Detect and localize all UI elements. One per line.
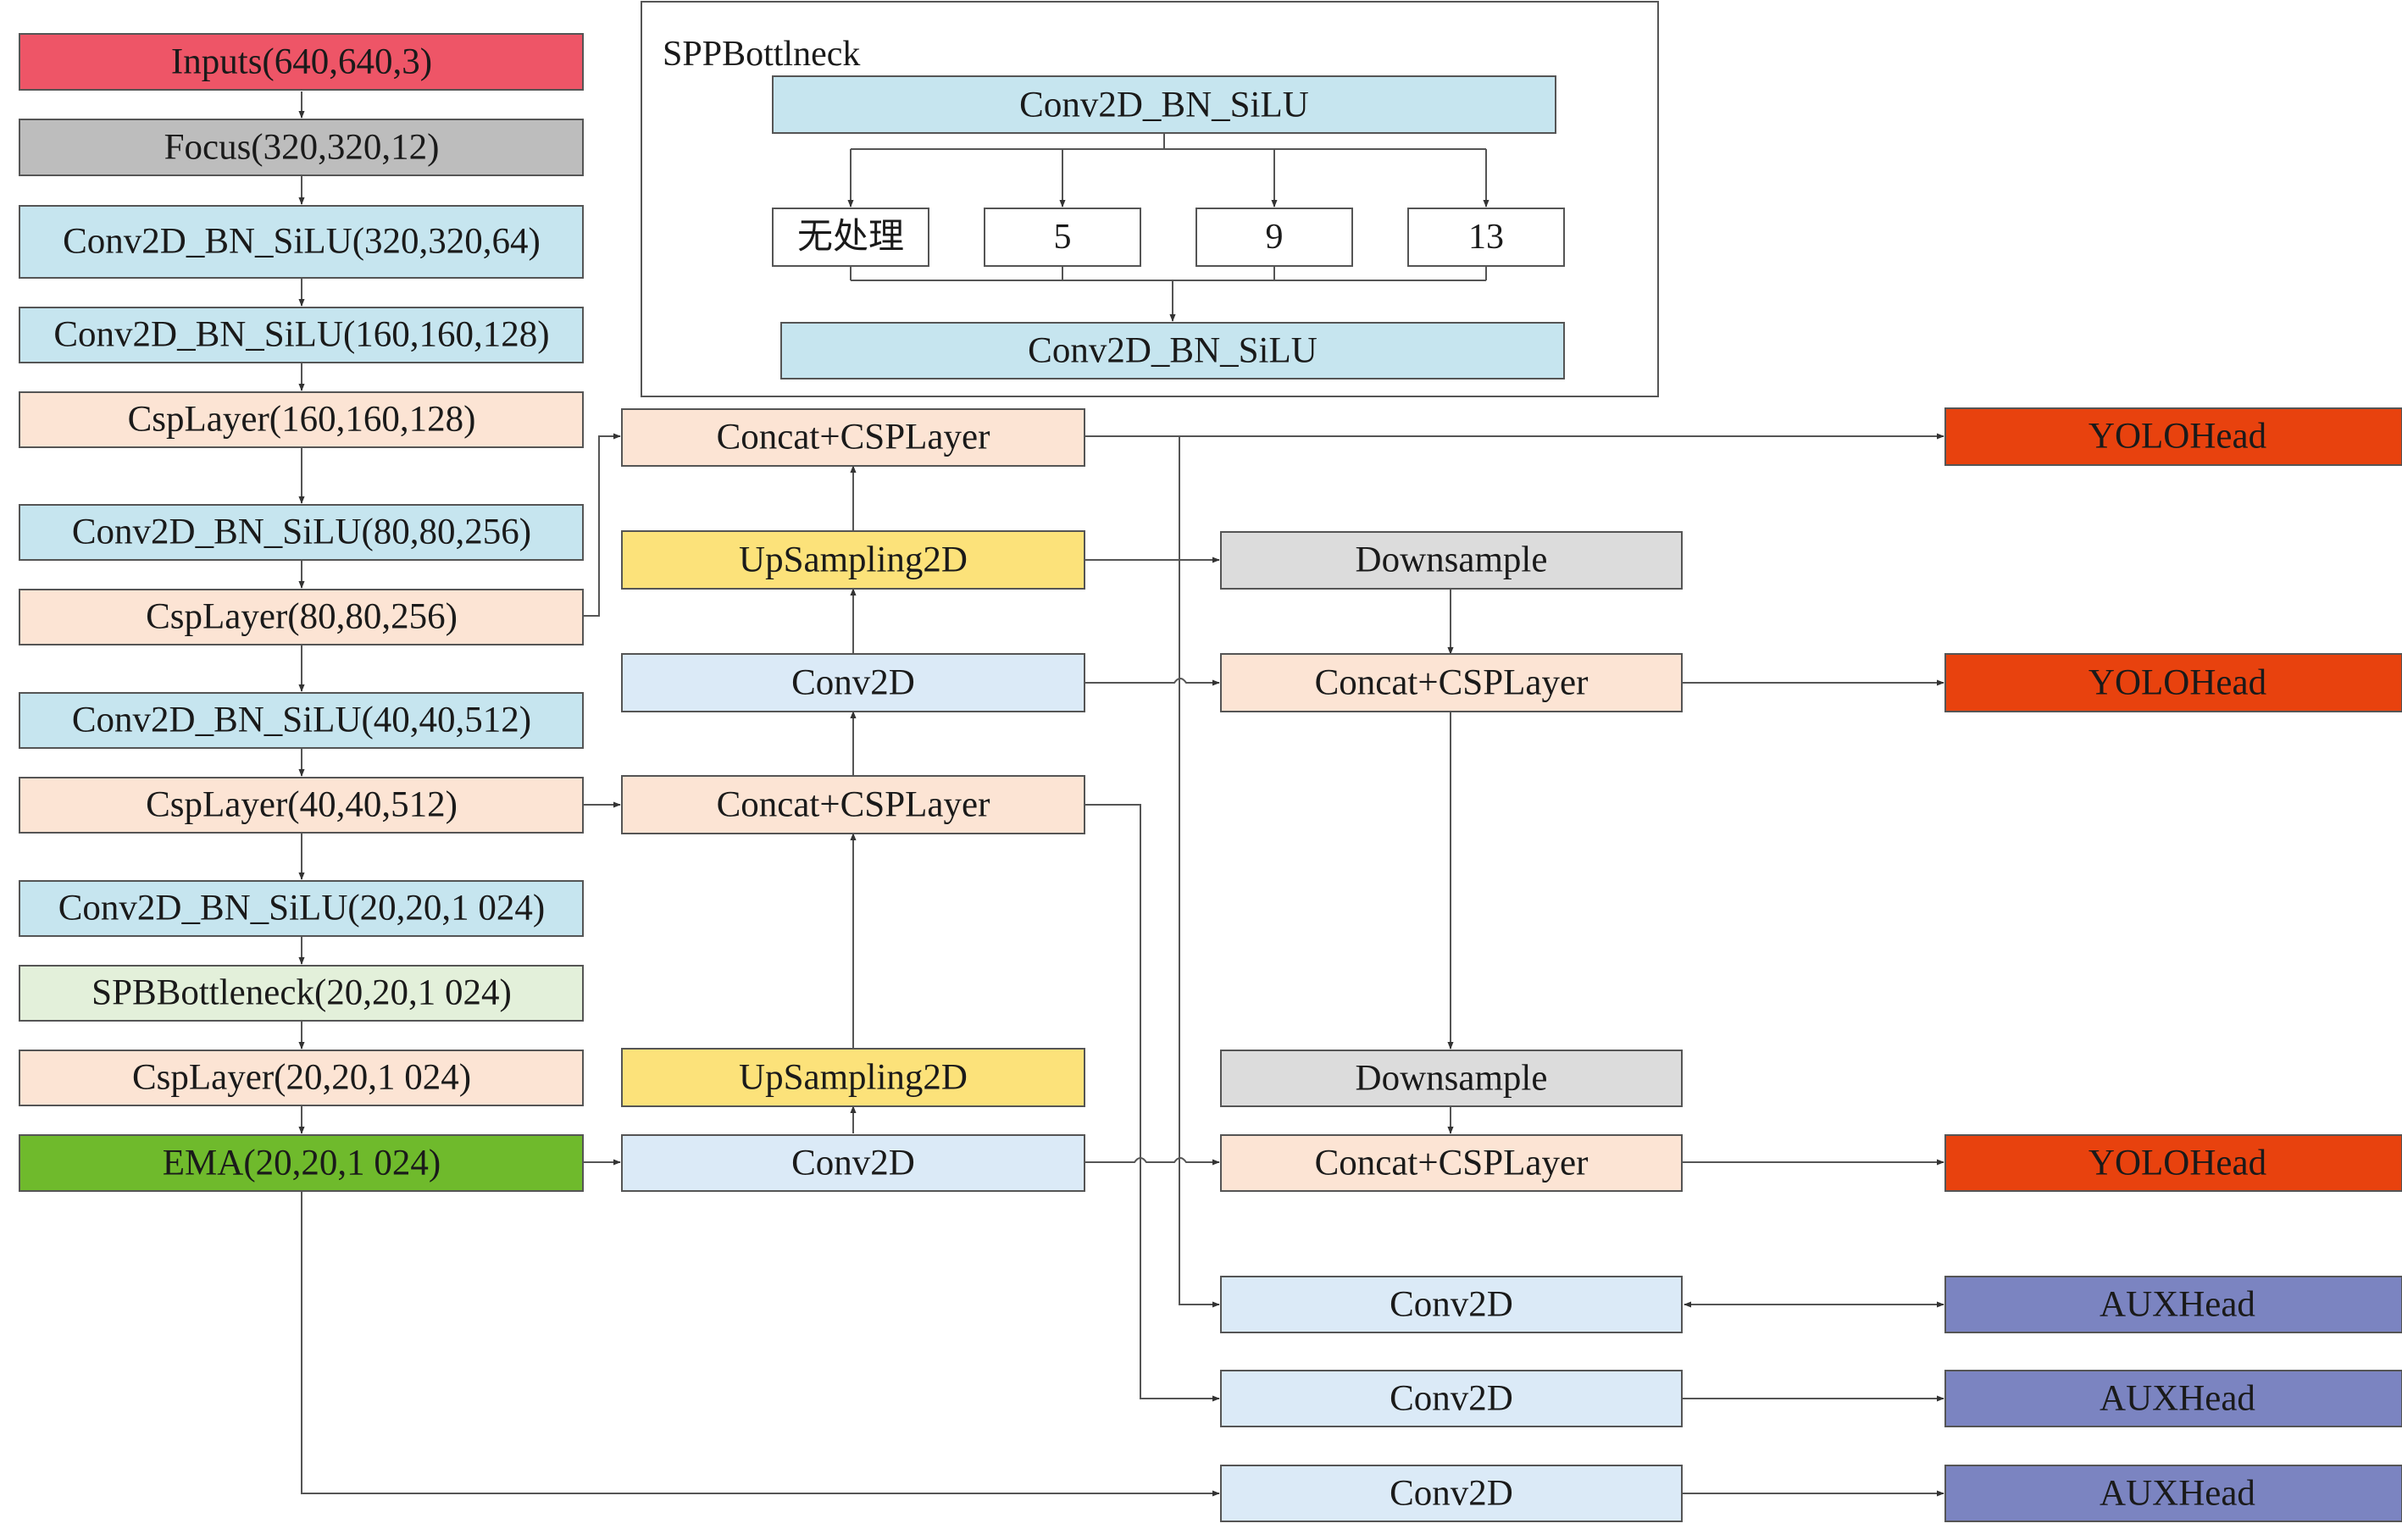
svg-text:CspLayer(80,80,256): CspLayer(80,80,256) [146,597,458,637]
backbone-column: Inputs(640,640,3) Focus(320,320,12) Conv… [19,33,584,1192]
spp-connectors [847,133,1489,322]
link-concat-mid-aux-conv2 [1085,804,1220,1402]
spp-top-box: Conv2D_BN_SiLU [772,75,1556,134]
backbone-ema: EMA(20,20,1 024) [19,1134,584,1192]
aux-conv-2: Conv2D [1220,1370,1683,1427]
spp-title: SPPBottlneck [663,35,860,74]
svg-text:Conv2D: Conv2D [1390,1379,1513,1419]
svg-text:EMA(20,20,1 024): EMA(20,20,1 024) [163,1144,441,1183]
svg-text:Conv2D_BN_SiLU: Conv2D_BN_SiLU [1028,331,1317,371]
neck-concat-right-mid: Concat+CSPLayer [1220,653,1683,712]
aux-conv-3: Conv2D [1220,1465,1683,1522]
yolo-head-1: YOLOHead [1944,407,2402,466]
neck-upsampling-bottom: UpSampling2D [621,1048,1085,1107]
yolo-head-2: YOLOHead [1944,653,2402,712]
svg-text:5: 5 [1054,218,1072,257]
svg-text:Downsample: Downsample [1356,1059,1548,1099]
svg-text:SPBBottleneck(20,20,1 024): SPBBottleneck(20,20,1 024) [92,973,512,1013]
spp-bottom-box: Conv2D_BN_SiLU [780,322,1565,379]
svg-text:Conv2D_BN_SiLU(80,80,256): Conv2D_BN_SiLU(80,80,256) [72,512,531,552]
svg-text:UpSampling2D: UpSampling2D [739,1058,968,1098]
svg-text:Conv2D: Conv2D [1390,1474,1513,1514]
svg-text:Concat+CSPLayer: Concat+CSPLayer [717,785,990,825]
backbone-conv-40: Conv2D_BN_SiLU(40,40,512) [19,692,584,749]
yolo-head-3: YOLOHead [1944,1134,2402,1192]
svg-text:CspLayer(160,160,128): CspLayer(160,160,128) [128,400,476,440]
aux-conv-1: Conv2D [1220,1276,1683,1333]
backbone-csp-160: CspLayer(160,160,128) [19,391,584,448]
neck-downsample-bottom: Downsample [1220,1050,1683,1107]
backbone-focus: Focus(320,320,12) [19,119,584,176]
svg-text:Conv2D_BN_SiLU: Conv2D_BN_SiLU [1019,86,1309,125]
neck-conv-bottom: Conv2D [621,1134,1085,1192]
backbone-csp-20: CspLayer(20,20,1 024) [19,1050,584,1106]
neck-middle-column: Concat+CSPLayer UpSampling2D Conv2D Conc… [621,408,1085,1192]
aux-head-1: AUXHead [1944,1276,2402,1333]
aux-head-3: AUXHead [1944,1465,2402,1522]
svg-text:Concat+CSPLayer: Concat+CSPLayer [717,418,990,457]
backbone-conv-80: Conv2D_BN_SiLU(80,80,256) [19,504,584,561]
svg-text:Inputs(640,640,3): Inputs(640,640,3) [171,42,432,82]
neck-downsample-top: Downsample [1220,531,1683,590]
backbone-csp-80: CspLayer(80,80,256) [19,589,584,645]
svg-text:YOLOHead: YOLOHead [2089,417,2266,457]
neck-conv-mid: Conv2D [621,653,1085,712]
svg-text:Focus(320,320,12): Focus(320,320,12) [164,128,440,168]
heads-column: YOLOHead YOLOHead YOLOHead AUXHead AUXHe… [1944,407,2402,1522]
link-conv-mid-concat-rmid [1085,678,1220,686]
connectors [298,91,1944,1497]
backbone-csp-40: CspLayer(40,40,512) [19,777,584,834]
backbone-spb-bottleneck: SPBBottleneck(20,20,1 024) [19,965,584,1022]
link-ema-aux-conv3 [301,1191,1220,1497]
svg-text:CspLayer(40,40,512): CspLayer(40,40,512) [146,785,458,825]
svg-text:Conv2D: Conv2D [1390,1285,1513,1325]
svg-text:Conv2D_BN_SiLU(20,20,1 024): Conv2D_BN_SiLU(20,20,1 024) [58,889,546,928]
neck-upsampling-top: UpSampling2D [621,530,1085,590]
svg-text:UpSampling2D: UpSampling2D [739,540,968,580]
neck-right-column: Downsample Concat+CSPLayer Downsample Co… [1220,531,1683,1522]
aux-head-2: AUXHead [1944,1370,2402,1427]
spp-branch-9: 9 [1195,208,1353,267]
svg-text:13: 13 [1468,218,1504,257]
svg-text:Conv2D_BN_SiLU(40,40,512): Conv2D_BN_SiLU(40,40,512) [72,701,531,740]
svg-text:Conv2D: Conv2D [791,663,915,703]
svg-text:AUXHead: AUXHead [2100,1474,2255,1514]
svg-text:Conv2D_BN_SiLU(320,320,64): Conv2D_BN_SiLU(320,320,64) [63,222,541,262]
backbone-conv-160: Conv2D_BN_SiLU(160,160,128) [19,307,584,363]
svg-text:Concat+CSPLayer: Concat+CSPLayer [1315,1144,1589,1183]
svg-text:9: 9 [1266,218,1284,257]
svg-text:Conv2D_BN_SiLU(160,160,128): Conv2D_BN_SiLU(160,160,128) [53,315,549,355]
backbone-inputs: Inputs(640,640,3) [19,33,584,91]
spp-branch-5: 5 [984,208,1141,267]
backbone-conv-320: Conv2D_BN_SiLU(320,320,64) [19,205,584,279]
neck-concat-top: Concat+CSPLayer [621,408,1085,467]
link-concat-top-aux-conv1 [1179,436,1220,1308]
svg-text:Conv2D: Conv2D [791,1144,915,1183]
svg-text:CspLayer(20,20,1 024): CspLayer(20,20,1 024) [132,1058,471,1098]
svg-text:AUXHead: AUXHead [2100,1379,2255,1419]
neck-concat-right-bottom: Concat+CSPLayer [1220,1134,1683,1192]
backbone-conv-20: Conv2D_BN_SiLU(20,20,1 024) [19,880,584,937]
svg-text:YOLOHead: YOLOHead [2089,1144,2266,1183]
spp-bottleneck-inset: SPPBottlneck Conv2D_BN_SiLU 无处理 5 [641,1,1659,397]
svg-text:AUXHead: AUXHead [2100,1285,2255,1325]
neck-concat-mid: Concat+CSPLayer [621,775,1085,834]
svg-text:YOLOHead: YOLOHead [2089,663,2266,703]
svg-text:Downsample: Downsample [1356,540,1548,580]
link-conv-bottom-concat-rbot [1085,1157,1220,1166]
svg-text:无处理: 无处理 [797,218,904,257]
spp-branch-13: 13 [1407,208,1565,267]
svg-text:Concat+CSPLayer: Concat+CSPLayer [1315,663,1589,703]
spp-branch-none: 无处理 [772,208,929,267]
link-csp2-concat-top [583,433,621,617]
